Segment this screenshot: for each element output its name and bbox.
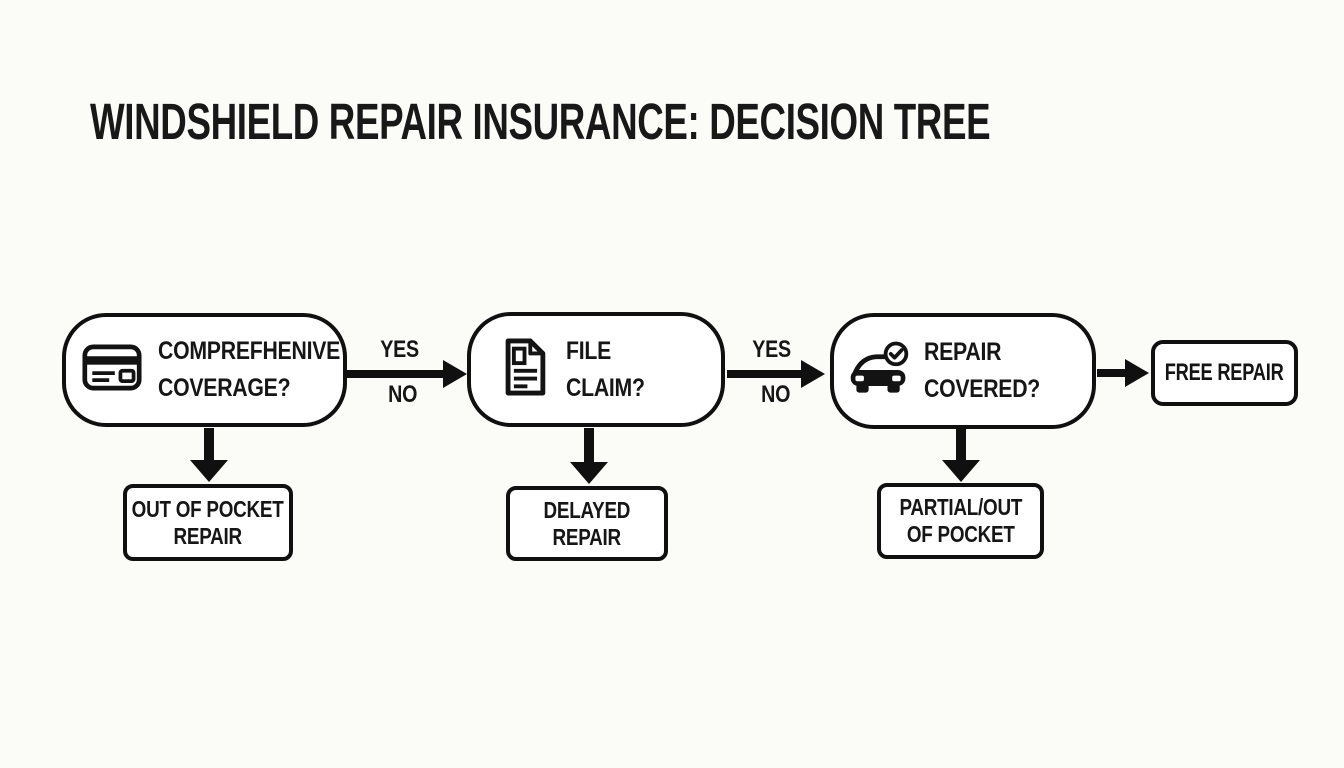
node-repair-covered: REPAIR COVERED? xyxy=(830,313,1096,429)
node-label-line1: COMPREFHENIVE xyxy=(158,337,341,365)
node-label-line2: CLAIM? xyxy=(566,373,645,402)
node-label-line2: OF POCKET xyxy=(906,521,1015,547)
arrow-covered-to-free-head xyxy=(1125,359,1149,387)
edge-label-no: NO xyxy=(371,381,435,409)
node-comprehensive-coverage: COMPREFHENIVE COVERAGE? xyxy=(62,313,347,427)
arrow-comprehensive-down-head xyxy=(190,460,228,482)
page-title: WINDSHIELD REPAIR INSURANCE: DECISION TR… xyxy=(90,92,1340,151)
arrow-claim-to-covered-head xyxy=(801,360,825,388)
node-label-line1: FILE xyxy=(566,336,612,365)
edge-label-yes: YES xyxy=(740,336,804,364)
node-label-line2: COVERED? xyxy=(924,375,1041,403)
credit-card-icon xyxy=(82,344,142,396)
arrow-comprehensive-to-claim-shaft xyxy=(347,370,443,378)
node-label-line2: COVERAGE? xyxy=(158,374,291,402)
arrow-covered-down-shaft xyxy=(956,429,966,462)
document-icon xyxy=(501,338,548,401)
arrow-claim-down-head xyxy=(570,462,608,484)
edge-label-yes-text: YES xyxy=(380,336,420,363)
page-title-text: WINDSHIELD REPAIR INSURANCE: DECISION TR… xyxy=(90,93,991,150)
edge-label-no-text: NO xyxy=(388,381,418,408)
car-check-icon xyxy=(846,341,912,402)
node-free-repair: FREE REPAIR xyxy=(1151,340,1298,406)
node-label-line1: OUT OF POCKET xyxy=(132,495,284,522)
node-label-line1: DELAYED xyxy=(543,496,631,523)
node-partial-out-of-pocket: PARTIAL/OUT OF POCKET xyxy=(877,483,1044,559)
edge-label-no: NO xyxy=(744,381,808,409)
node-label: COMPREFHENIVE COVERAGE? xyxy=(158,333,372,407)
node-file-claim: FILE CLAIM? xyxy=(467,312,725,427)
arrow-claim-to-covered-shaft xyxy=(727,370,801,378)
node-out-of-pocket-repair: OUT OF POCKET REPAIR xyxy=(123,484,293,561)
node-label-line2: REPAIR xyxy=(173,522,243,549)
node-delayed-repair: DELAYED REPAIR xyxy=(506,486,668,561)
arrow-covered-down-head xyxy=(942,460,980,482)
node-label: FILE CLAIM? xyxy=(566,333,659,407)
arrow-comprehensive-to-claim-head xyxy=(443,360,467,388)
node-label: FREE REPAIR xyxy=(1165,359,1284,386)
edge-label-yes: YES xyxy=(368,336,432,364)
arrow-claim-down-shaft xyxy=(584,428,594,464)
edge-label-no-text: NO xyxy=(761,381,791,408)
arrow-covered-to-free-shaft xyxy=(1097,369,1125,377)
edge-label-yes-text: YES xyxy=(752,336,792,363)
node-label-line2: REPAIR xyxy=(552,523,622,550)
node-label-line1: PARTIAL/OUT xyxy=(899,494,1022,520)
node-label-line1: REPAIR xyxy=(924,338,1002,366)
arrow-comprehensive-down-shaft xyxy=(204,428,214,462)
node-label: REPAIR COVERED? xyxy=(924,334,1061,408)
